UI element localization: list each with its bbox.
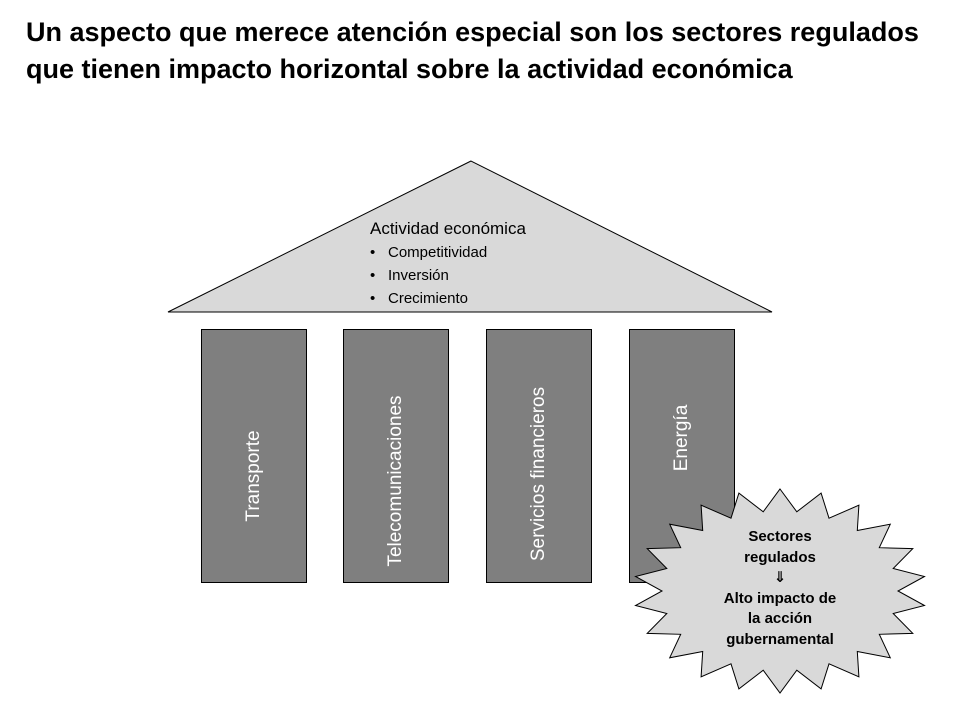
roof-content: Actividad económica • Competitividad • Inv… xyxy=(370,218,630,310)
starburst-shape xyxy=(634,488,926,694)
down-arrow-icon: ⇓ xyxy=(773,569,787,586)
bullet-icon: • xyxy=(370,267,376,284)
starburst-text: Sectores regulados ⇓ Alto impacto de la … xyxy=(680,527,880,650)
pillar-label: Servicios financieros xyxy=(528,386,549,561)
pillar-label: Energía xyxy=(671,405,692,472)
roof-item-label: Inversión xyxy=(388,267,449,284)
roof-item-competitividad: • Competitividad xyxy=(370,241,630,264)
burst-line-sectores: Sectores xyxy=(748,528,812,545)
pillar-servicios-financieros: Servicios financieros xyxy=(486,329,592,583)
roof-list: • Competitividad • Inversión • Crecimiento xyxy=(370,241,630,310)
slide-title: Un aspecto que merece atención especial … xyxy=(26,17,919,84)
pillar-label: Telecomunicaciones xyxy=(385,395,406,567)
burst-line-alto-impacto: Alto impacto de xyxy=(723,589,837,607)
roof-item-inversion: • Inversión xyxy=(370,264,630,287)
burst-line-gubernamental: gubernamental xyxy=(726,630,834,648)
pillar-telecomunicaciones: Telecomunicaciones xyxy=(343,329,449,583)
roof-item-crecimiento: • Crecimiento xyxy=(370,287,630,310)
pillar-transporte: Transporte xyxy=(201,329,307,583)
roof-item-label: Crecimiento xyxy=(388,290,469,307)
roof-item-label: Competitividad xyxy=(388,244,488,261)
roof-heading: Actividad económica xyxy=(370,219,526,238)
bullet-icon: • xyxy=(370,244,376,261)
pillar-label: Transporte xyxy=(243,430,264,522)
burst-line-regulados: regulados xyxy=(744,548,816,566)
burst-line-accion: la acción xyxy=(747,610,813,627)
bullet-icon: • xyxy=(370,290,376,307)
